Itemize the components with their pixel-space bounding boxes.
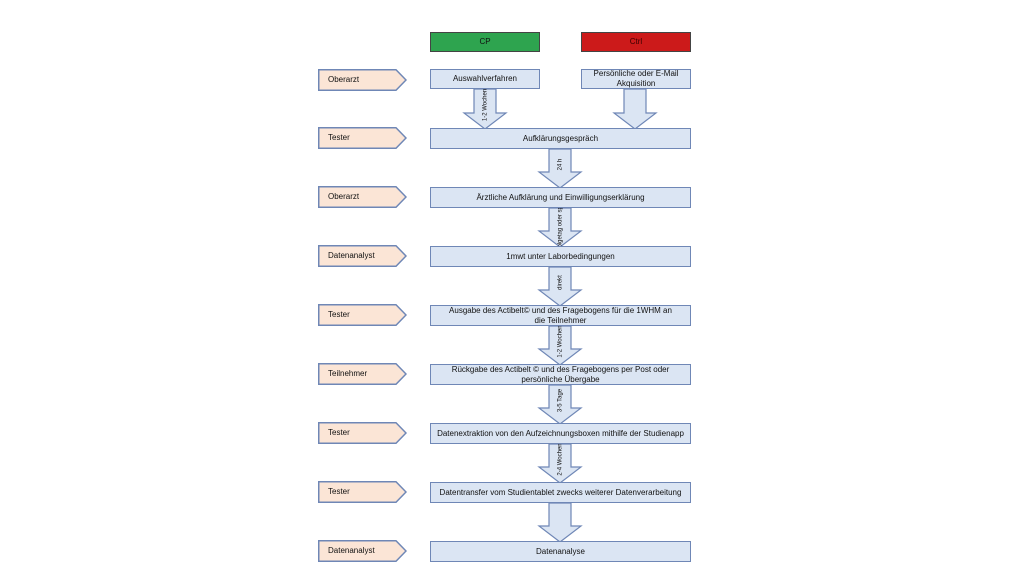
step-1mwt: 1mwt unter Laborbedingungen bbox=[430, 246, 691, 267]
role-label: Tester bbox=[328, 487, 350, 496]
arrow-einwilligung-to-1mwt bbox=[537, 207, 583, 248]
role-tester-2: Tester bbox=[318, 304, 407, 326]
arrow-duration-label: Folgetag oder später bbox=[558, 196, 564, 251]
role-label: Tester bbox=[328, 310, 350, 319]
role-datenanalyst-1: Datenanalyst bbox=[318, 245, 407, 267]
step-auswahlverfahren: Auswahlverfahren bbox=[430, 69, 540, 89]
arrow-aufklaerung-to-einwilligung bbox=[537, 148, 583, 189]
arrow-1mwt-to-ausgabe bbox=[537, 266, 583, 307]
role-label: Oberarzt bbox=[328, 75, 360, 84]
role-tester-3: Tester bbox=[318, 422, 407, 444]
arrow-duration-label: 1-2 Wochen bbox=[483, 89, 489, 121]
step-rueckgabe-actibelt: Rückgabe des Actibelt © und des Fragebog… bbox=[430, 364, 691, 385]
arrow-duration-label: 3-5 Tage bbox=[558, 388, 564, 412]
role-label: Teilnehmer bbox=[328, 369, 368, 378]
arrow-duration-label: 24 h bbox=[558, 159, 564, 171]
role-oberarzt-2: Oberarzt bbox=[318, 186, 407, 208]
step-aufklaerungsgespraech: Aufklärungsgespräch bbox=[430, 128, 691, 149]
arrow-duration-label: direkt bbox=[558, 275, 564, 290]
role-tester-1: Tester bbox=[318, 127, 407, 149]
header-ctrl: Ctrl bbox=[581, 32, 691, 52]
arrow-ctrl-to-aufklaerung bbox=[612, 88, 658, 130]
arrow-duration-label: 2-4 Wochen bbox=[558, 443, 564, 475]
arrow-extraktion-to-transfer bbox=[537, 443, 583, 484]
role-tester-4: Tester bbox=[318, 481, 407, 503]
step-datenextraktion: Datenextraktion von den Aufzeichnungsbox… bbox=[430, 423, 691, 444]
role-datenanalyst-2: Datenanalyst bbox=[318, 540, 407, 562]
arrow-ausgabe-to-rueckgabe bbox=[537, 325, 583, 366]
role-label: Tester bbox=[328, 428, 350, 437]
role-label: Datenanalyst bbox=[328, 251, 375, 260]
step-datenanalyse: Datenanalyse bbox=[430, 541, 691, 562]
arrow-transfer-to-analyse bbox=[537, 502, 583, 543]
step-datentransfer: Datentransfer vom Studientablet zwecks w… bbox=[430, 482, 691, 503]
role-oberarzt-1: Oberarzt bbox=[318, 69, 407, 91]
role-label: Oberarzt bbox=[328, 192, 360, 201]
step-ausgabe-actibelt: Ausgabe des Actibelt© und des Fragebogen… bbox=[430, 305, 691, 326]
role-teilnehmer: Teilnehmer bbox=[318, 363, 407, 385]
step-einwilligung: Ärztliche Aufklärung und Einwilligungser… bbox=[430, 187, 691, 208]
arrow-duration-label: 1-2 Wochen bbox=[558, 325, 564, 357]
role-label: Tester bbox=[328, 133, 350, 142]
role-label: Datenanalyst bbox=[328, 546, 375, 555]
arrow-rueckgabe-to-extraktion bbox=[537, 384, 583, 425]
arrow-cp-to-aufklaerung bbox=[462, 88, 508, 130]
step-akquisition: Persönliche oder E-Mail Akquisition bbox=[581, 69, 691, 89]
header-cp: CP bbox=[430, 32, 540, 52]
